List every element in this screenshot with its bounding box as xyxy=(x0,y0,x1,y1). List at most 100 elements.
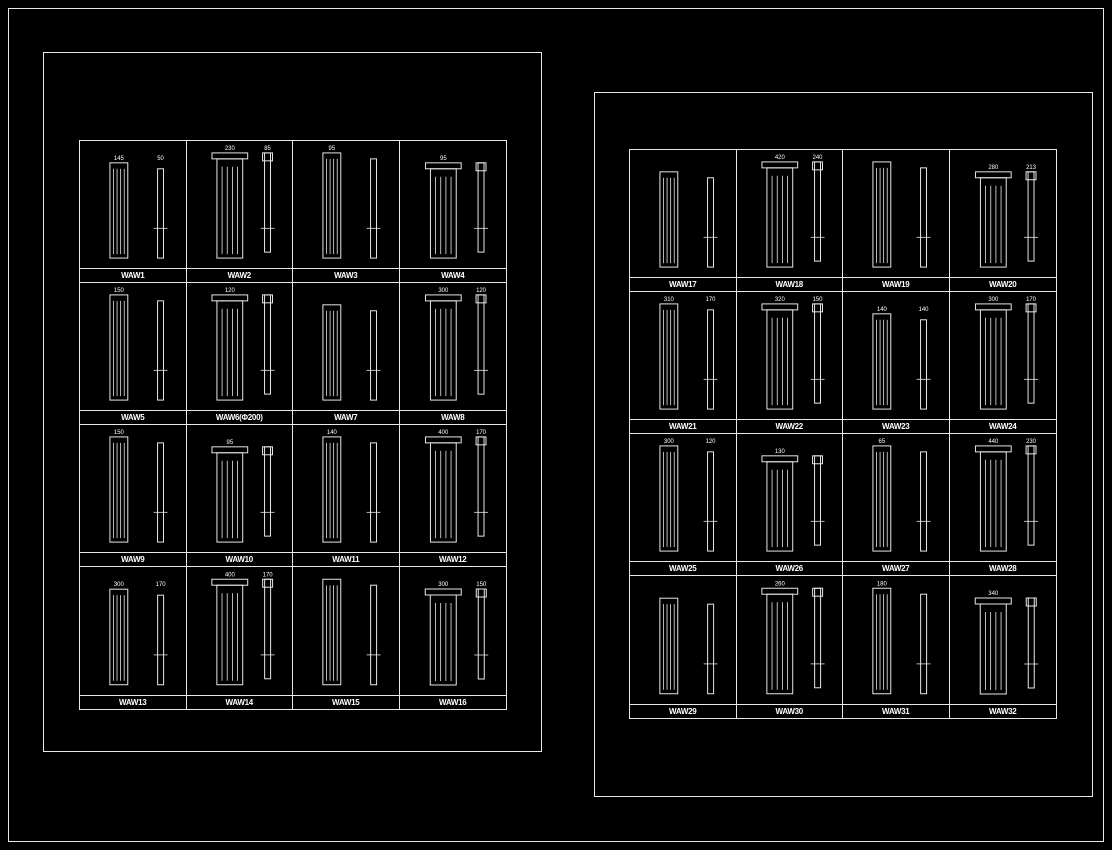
column-drawing: 150 xyxy=(109,288,168,401)
side-profile xyxy=(477,162,485,253)
column-label: WAW15 xyxy=(293,695,399,709)
side-profile xyxy=(707,603,715,695)
column-drawing: 150 xyxy=(109,430,168,543)
column-drawing: 180 xyxy=(872,581,931,695)
column-shaft xyxy=(322,152,342,259)
column-shaft xyxy=(765,593,793,695)
side-profile xyxy=(813,161,821,262)
dimension-label: 95 xyxy=(440,156,447,162)
sheet-right-frame xyxy=(594,92,1093,797)
column-label: WAW1 xyxy=(80,268,186,282)
column-drawing: 130 xyxy=(760,449,824,552)
column-label: WAW28 xyxy=(949,561,1056,575)
column-label: WAW17 xyxy=(630,277,736,291)
column-label: WAW12 xyxy=(399,552,506,566)
side-profile xyxy=(1027,597,1035,689)
column-shaft xyxy=(872,445,892,552)
dimension-label: 300 xyxy=(438,582,449,588)
side-profile xyxy=(157,300,165,401)
side-profile xyxy=(370,310,378,401)
profile-capital xyxy=(475,162,486,172)
dimension-label: 85 xyxy=(264,146,271,152)
column-shaft xyxy=(979,309,1007,410)
dimension-label: 170 xyxy=(476,430,487,436)
column-shaft xyxy=(765,461,793,552)
side-profile xyxy=(477,294,485,395)
capital xyxy=(424,588,462,596)
column-shaft xyxy=(659,171,679,268)
dimension-label: 65 xyxy=(879,439,886,445)
dimension-label: 140 xyxy=(919,307,930,313)
side-profile xyxy=(263,578,271,680)
column-drawing: 140 xyxy=(322,430,381,543)
side-profile xyxy=(920,167,928,268)
column-shaft xyxy=(872,313,892,410)
side-profile xyxy=(370,442,378,543)
dimension-label: 260 xyxy=(774,581,785,587)
profile-capital xyxy=(261,446,273,456)
side-profile xyxy=(370,584,378,686)
column-label: WAW20 xyxy=(949,277,1056,291)
dimension-label: 213 xyxy=(1026,165,1037,171)
column-shaft xyxy=(322,436,342,543)
side-profile xyxy=(707,451,715,552)
column-label: WAW4 xyxy=(399,268,506,282)
side-profile xyxy=(920,451,928,552)
side-profile xyxy=(157,594,165,686)
column-shaft xyxy=(872,161,892,268)
side-profile xyxy=(707,177,715,268)
column-label: WAW3 xyxy=(293,268,399,282)
side-profile xyxy=(263,446,271,537)
side-profile xyxy=(263,152,271,253)
column-label: WAW13 xyxy=(80,695,186,709)
column-label: WAW21 xyxy=(630,419,736,433)
column-label: WAW8 xyxy=(399,410,506,424)
profile-capital xyxy=(1025,445,1036,455)
column-shaft xyxy=(429,442,457,543)
dimension-label: 95 xyxy=(329,146,336,152)
side-profile xyxy=(813,455,821,546)
column-drawing xyxy=(322,578,381,686)
profile-capital xyxy=(261,152,273,162)
sheet-left-frame xyxy=(43,52,542,752)
dimension-label: 240 xyxy=(812,155,823,161)
column-shaft xyxy=(322,304,342,401)
column-label: WAW27 xyxy=(843,561,949,575)
column-shaft xyxy=(659,303,679,410)
column-drawing: 95 xyxy=(424,156,488,259)
column-shaft xyxy=(109,588,129,686)
dimension-label: 400 xyxy=(438,430,449,436)
column-shaft xyxy=(109,294,129,401)
column-drawing: 340 xyxy=(974,591,1038,695)
side-profile xyxy=(1027,303,1035,404)
column-shaft xyxy=(215,158,243,259)
dimension-label: 170 xyxy=(156,582,167,588)
drawing-border xyxy=(8,8,1104,842)
profile-capital xyxy=(475,588,487,598)
dimension-label: 280 xyxy=(988,165,999,171)
column-label: WAW29 xyxy=(630,704,736,718)
capital xyxy=(210,152,248,160)
column-label: WAW19 xyxy=(843,277,949,291)
column-detail-cell: WAW15 xyxy=(293,567,400,709)
column-drawing: 65 xyxy=(872,439,931,552)
dimension-label: 95 xyxy=(226,440,233,446)
column-drawing: 95 xyxy=(322,146,381,259)
column-label: WAW25 xyxy=(630,561,736,575)
capital xyxy=(424,294,462,302)
